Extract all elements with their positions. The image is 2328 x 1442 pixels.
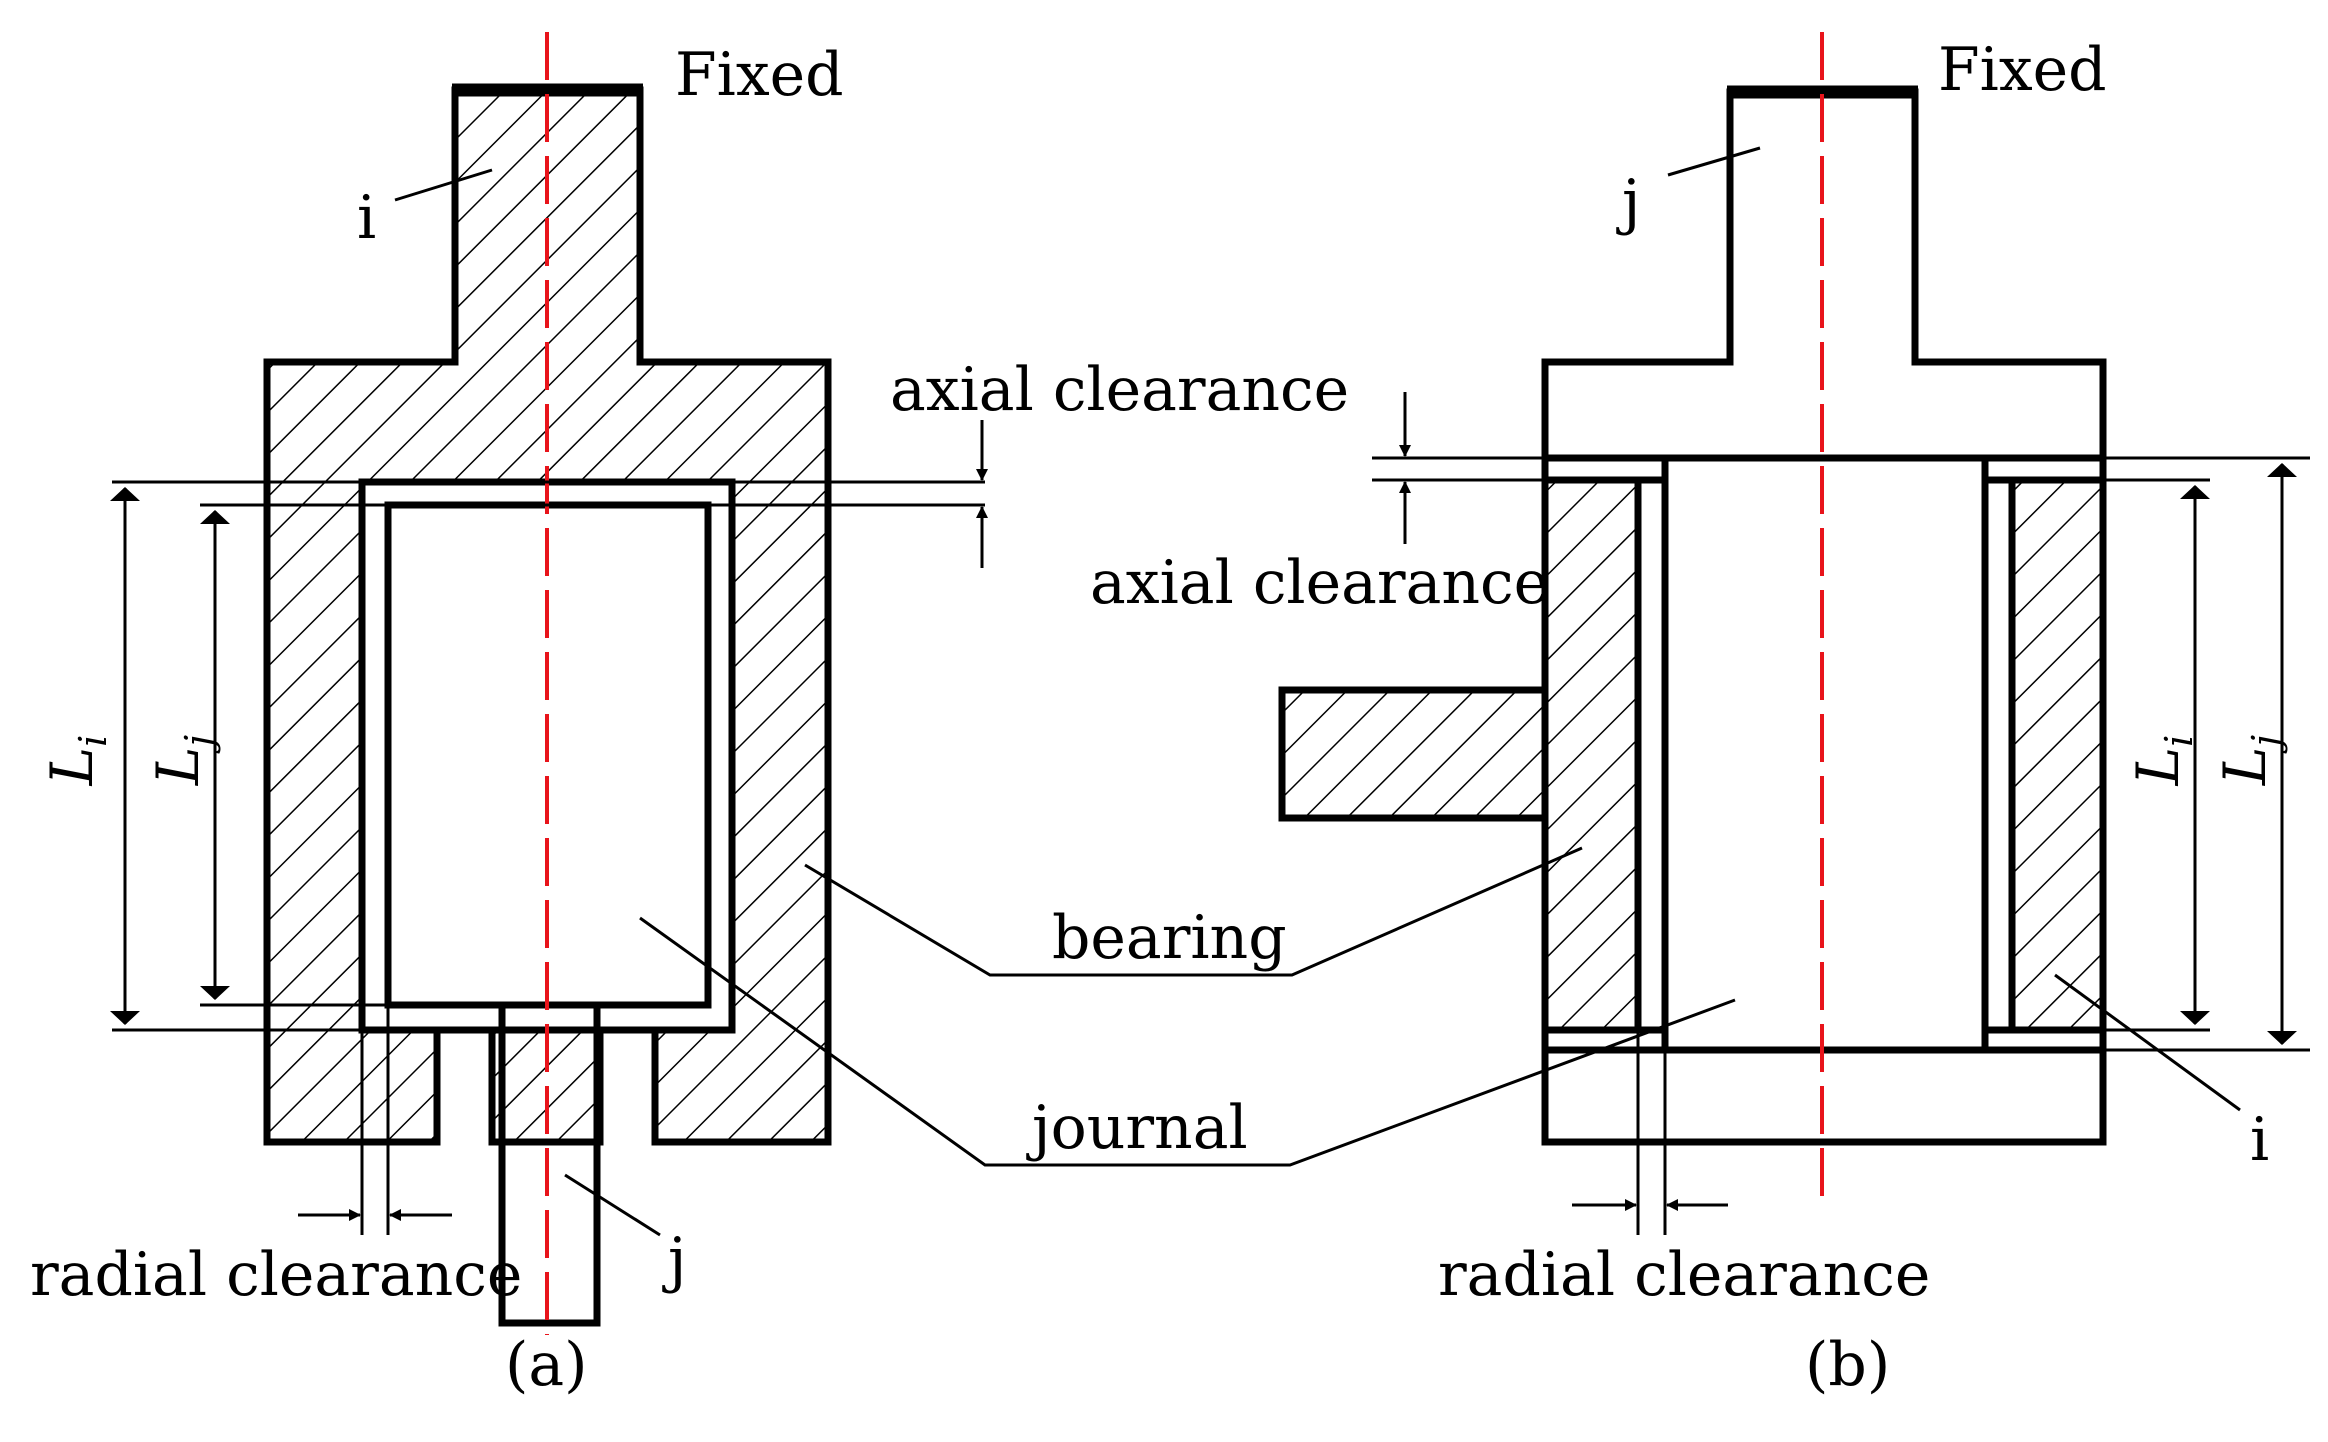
radial-clearance-label-b: radial clearance — [1438, 1240, 1930, 1310]
length-li-symbol-b: Li — [2124, 735, 2201, 787]
fixed-label-a: Fixed — [675, 40, 844, 110]
journal-label: journal — [1026, 1093, 1248, 1163]
part-j-label-b: j — [1616, 167, 1641, 237]
length-li-symbol-a: Li — [38, 735, 115, 787]
axial-clearance-label-a: axial clearance — [890, 355, 1349, 425]
figure-b: Li Lj Fixed j axial clearance i radial c… — [1090, 32, 2310, 1400]
caption-b: (b) — [1805, 1330, 1890, 1400]
part-j-label-a: j — [662, 1225, 687, 1295]
bearing-label: bearing — [1052, 903, 1287, 973]
bearing-leader-a — [804, 846, 1583, 977]
journal-j-body — [1541, 88, 2107, 1146]
figure-a: Li Lj Fixed i axial clearance radial cle… — [30, 32, 1349, 1400]
caption-a: (a) — [505, 1330, 588, 1400]
length-lj-symbol-b: Lj — [2211, 735, 2288, 787]
journal-j-shaft — [498, 1001, 601, 1327]
bearing-i-right — [2008, 476, 2107, 1034]
part-i-label-b: i — [2250, 1105, 2269, 1175]
journal-leader-a — [639, 916, 1736, 1167]
part-i-label-a: i — [357, 183, 376, 253]
length-lj-symbol-a: Lj — [144, 735, 221, 787]
shared-callouts: bearing journal — [639, 846, 1736, 1167]
radial-clearance-label-a: radial clearance — [30, 1240, 522, 1310]
axial-clearance-label-b: axial clearance — [1090, 548, 1549, 618]
fixed-label-b: Fixed — [1938, 35, 2107, 105]
